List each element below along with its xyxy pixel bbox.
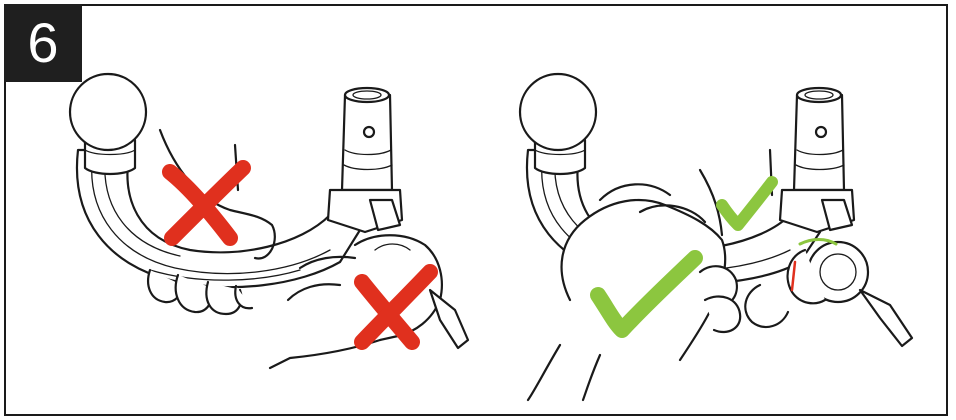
lock-housing-icon [328, 88, 402, 232]
left-panel-incorrect [70, 74, 468, 368]
right-panel-correct [520, 74, 912, 400]
cross-mark-icon [170, 168, 243, 238]
lock-housing-icon [745, 88, 912, 346]
check-mark-icon [722, 182, 772, 225]
